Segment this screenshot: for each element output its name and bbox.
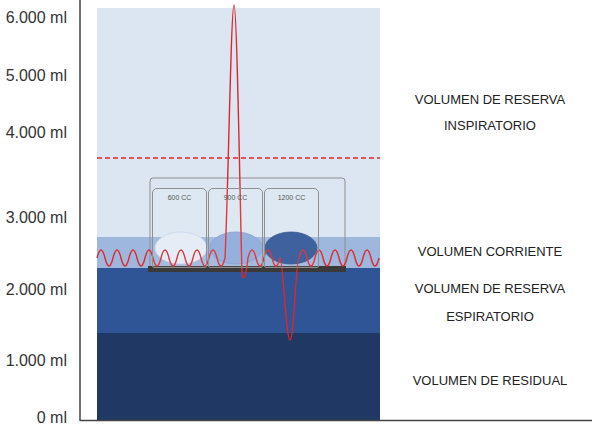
volume-label: VOLUMEN CORRIENTE <box>400 239 580 265</box>
axis-tick-label: 2.000 ml <box>0 281 67 299</box>
jar-capacity-label: 900 CC <box>209 189 262 202</box>
jar-capacity-label: 1200 CC <box>265 189 318 202</box>
axis-tick-label: 6.000 ml <box>0 9 67 27</box>
axis-tick-label: 4.000 ml <box>0 124 67 142</box>
axis-tick-label: 0 ml <box>0 409 67 427</box>
volume-label: VOLUMEN DE RESERVA ESPIRATORIO <box>400 275 580 331</box>
residual-volume-band <box>97 333 380 420</box>
volume-label: VOLUMEN DE RESIDUAL <box>400 368 580 394</box>
expiratory-reserve-band <box>97 268 380 333</box>
jar-frame <box>150 178 345 268</box>
axis-tick-label: 5.000 ml <box>0 67 67 85</box>
spirometry-trace <box>97 5 379 340</box>
y-axis <box>79 0 81 421</box>
jar-capacity-label: 600 CC <box>153 189 206 202</box>
axis-tick-label: 3.000 ml <box>0 209 67 227</box>
axis-tick-label: 1.000 ml <box>0 352 67 370</box>
measuring-jar: 600 CC <box>152 188 207 268</box>
x-axis <box>80 420 592 422</box>
volume-label: VOLUMEN DE RESERVA INSPIRATORIO <box>400 87 580 139</box>
measuring-jar: 900 CC <box>208 188 263 268</box>
reference-dashed-line <box>97 157 380 158</box>
measuring-jar: 1200 CC <box>264 188 319 268</box>
